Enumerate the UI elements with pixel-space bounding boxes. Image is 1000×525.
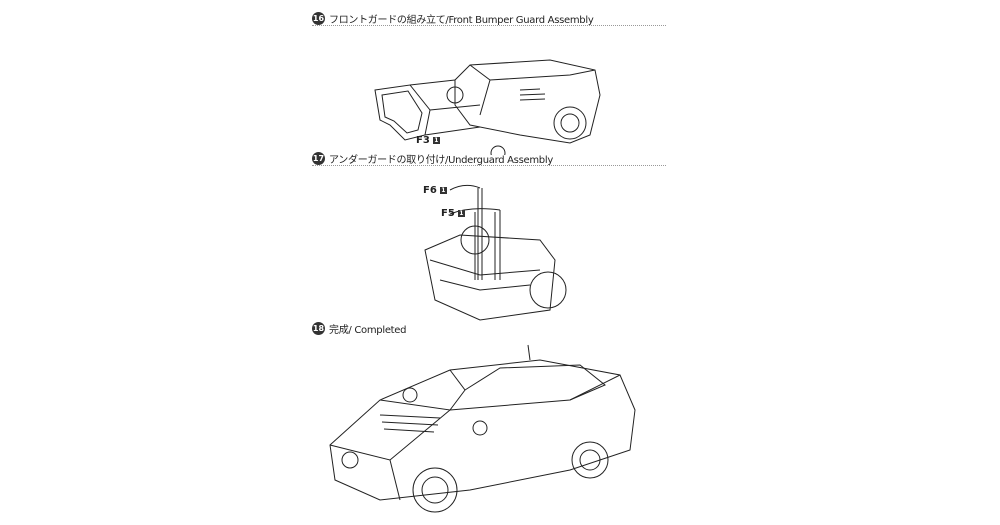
step-number: 16 xyxy=(312,12,325,25)
step-17-heading: 17 アンダーガードの取り付け/Underguard Assembly xyxy=(312,151,553,166)
step-title: アンダーガードの取り付け/Underguard Assembly xyxy=(329,155,553,166)
part-qty: 1 xyxy=(432,137,440,144)
step-number: 17 xyxy=(312,152,325,165)
part-id: F3 xyxy=(416,135,430,146)
step-title: フロントガードの組み立て/Front Bumper Guard Assembly xyxy=(329,15,594,26)
step-16-heading: 16 フロントガードの組み立て/Front Bumper Guard Assem… xyxy=(312,11,594,26)
divider xyxy=(312,25,666,26)
divider xyxy=(312,165,666,166)
front-bumper-guard-diagram xyxy=(374,59,601,155)
step-18-heading: 18 完成/ Completed xyxy=(312,321,407,336)
step-number: 18 xyxy=(312,322,325,335)
part-label-f5: F5 1 xyxy=(441,208,465,219)
part-id: F6 xyxy=(423,185,437,196)
step-title: 完成/ Completed xyxy=(329,325,407,336)
completed-car-diagram xyxy=(329,344,636,513)
part-qty: 1 xyxy=(439,187,447,194)
underguard-diagram xyxy=(424,184,567,321)
part-qty: 1 xyxy=(457,210,465,217)
part-label-f3: F3 1 xyxy=(416,135,440,146)
part-label-f6: F6 1 xyxy=(423,185,447,196)
part-id: F5 xyxy=(441,208,455,219)
